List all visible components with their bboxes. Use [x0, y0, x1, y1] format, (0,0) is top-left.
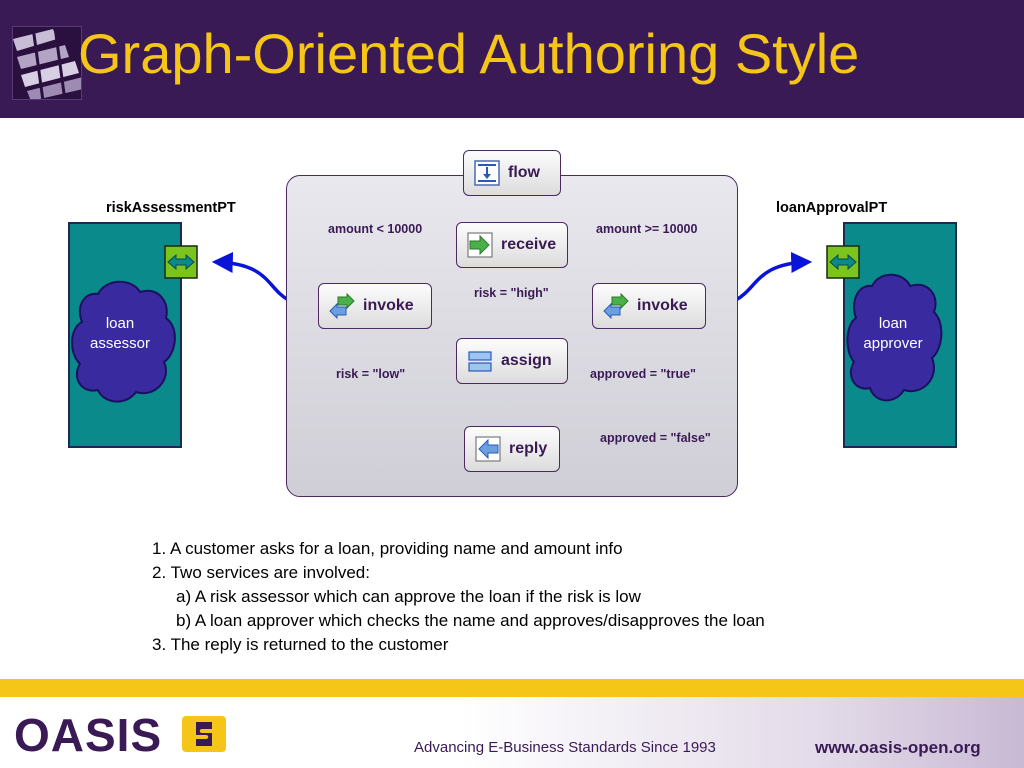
- footer-tagline: Advancing E-Business Standards Since 199…: [414, 739, 716, 756]
- node-flow-label: flow: [508, 164, 540, 181]
- condition-approved-false: approved = "false": [600, 431, 711, 445]
- node-invoke-right-label: invoke: [637, 297, 688, 314]
- note-item: b) A loan approver which checks the name…: [176, 611, 765, 630]
- note-item: a) A risk assessor which can approve the…: [176, 587, 641, 606]
- partner-cloud-right: [846, 273, 943, 402]
- partner-left-name-line1: loan: [105, 315, 135, 332]
- note-item: 1. A customer asks for a loan, providing…: [152, 539, 623, 558]
- note-item: 2. Two services are involved:: [152, 563, 370, 582]
- footer: [0, 697, 1024, 768]
- oasis-logo-icon: [182, 716, 226, 752]
- receive-icon: [467, 232, 493, 258]
- node-reply[interactable]: reply: [464, 426, 560, 472]
- footer-url-link[interactable]: www.oasis-open.org: [815, 738, 981, 757]
- condition-amount-gte: amount >= 10000: [596, 222, 698, 236]
- port-left-icon[interactable]: [164, 245, 198, 279]
- condition-amount-lt: amount < 10000: [328, 222, 423, 236]
- assign-icon: [468, 351, 492, 372]
- header-keyboard-image: [12, 26, 82, 100]
- partner-left-name: loan assessor: [70, 314, 170, 354]
- footer-accent-bar: [0, 679, 1024, 697]
- node-assign-label: assign: [501, 352, 552, 369]
- node-invoke-left[interactable]: invoke: [318, 283, 432, 329]
- node-receive[interactable]: receive: [456, 222, 568, 268]
- invoke-icon: [329, 293, 355, 319]
- node-invoke-left-label: invoke: [363, 297, 414, 314]
- node-assign[interactable]: assign: [456, 338, 568, 384]
- condition-risk-low: risk = "low": [336, 367, 406, 381]
- port-type-left-label: riskAssessmentPT: [106, 200, 236, 216]
- header-bar: Graph-Oriented Authoring Style: [0, 0, 1024, 118]
- port-right-icon[interactable]: [826, 245, 860, 279]
- partner-cloud-left: [71, 280, 176, 403]
- node-reply-label: reply: [509, 440, 548, 457]
- flow-icon: [474, 160, 500, 186]
- condition-approved-true: approved = "true": [590, 367, 696, 381]
- node-invoke-right[interactable]: invoke: [592, 283, 706, 329]
- page-title: Graph-Oriented Authoring Style: [78, 22, 860, 85]
- port-type-right-label: loanApprovalPT: [776, 200, 888, 216]
- oasis-logo-text: OASIS: [14, 709, 163, 761]
- partner-right-name-line2: approver: [863, 335, 923, 352]
- note-item: 3. The reply is returned to the customer: [152, 635, 449, 654]
- node-receive-label: receive: [501, 236, 557, 253]
- invoke-icon: [603, 293, 629, 319]
- partner-right-name: loan approver: [843, 314, 943, 354]
- node-flow[interactable]: flow: [463, 150, 561, 196]
- partner-right-name-line1: loan: [878, 315, 908, 332]
- condition-risk-high: risk = "high": [474, 286, 549, 300]
- reply-icon: [475, 436, 501, 462]
- notes-list: 1. A customer asks for a loan, providing…: [152, 537, 765, 657]
- partner-left-name-line2: assessor: [89, 335, 151, 352]
